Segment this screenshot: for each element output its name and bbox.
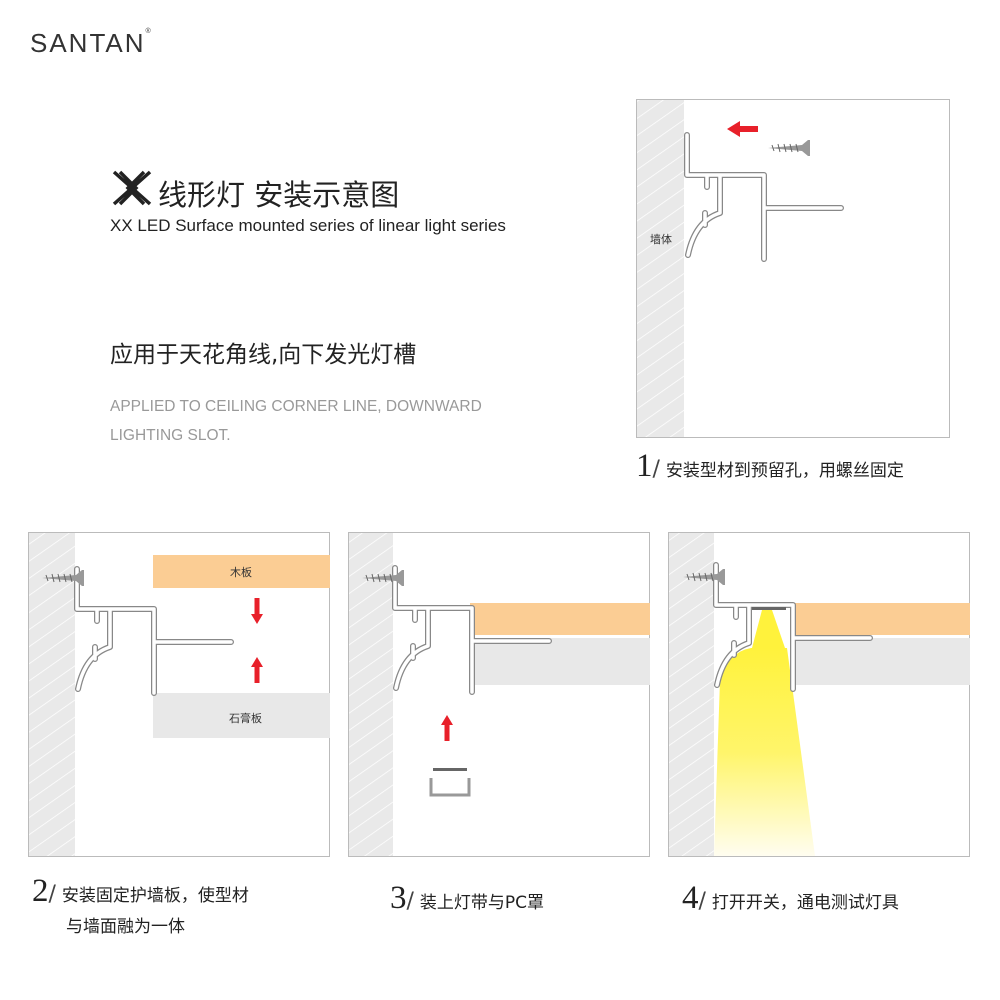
pc-cover-led-strip (429, 768, 471, 797)
panel-step-1 (636, 99, 950, 438)
wall-hatch (637, 100, 684, 437)
arrow-left-icon (727, 121, 758, 137)
step-2-caption: 2/安装固定护墙板，使型材与墙面融为一体 (32, 873, 249, 937)
wood-label: 木板 (230, 566, 252, 579)
page-title: 线形灯 安装示意图 (158, 178, 400, 212)
panel-step-2 (28, 532, 330, 857)
panel-step-4 (668, 532, 970, 857)
x-series-icon (112, 170, 152, 206)
gypsum-label: 石膏板 (229, 712, 262, 725)
step-3-caption: 3/装上灯带与PC罩 (390, 880, 545, 916)
light-beam (714, 648, 815, 856)
brand-logo: SANTAN® (30, 28, 153, 58)
application-title: 应用于天花角线,向下发光灯槽 (110, 342, 417, 368)
page-subtitle: XX LED Surface mounted series of linear … (110, 216, 506, 235)
gypsum-board (153, 693, 330, 738)
step-4-caption: 4/打开开关，通电测试灯具 (682, 880, 899, 916)
application-en: APPLIED TO CEILING CORNER LINE, DOWNWARD… (110, 398, 482, 444)
step-1-caption: 1/安装型材到预留孔，用螺丝固定 (636, 448, 904, 484)
wood-board (153, 555, 330, 588)
wall-label: 墙体 (650, 233, 672, 246)
panel-step-3 (348, 532, 650, 857)
